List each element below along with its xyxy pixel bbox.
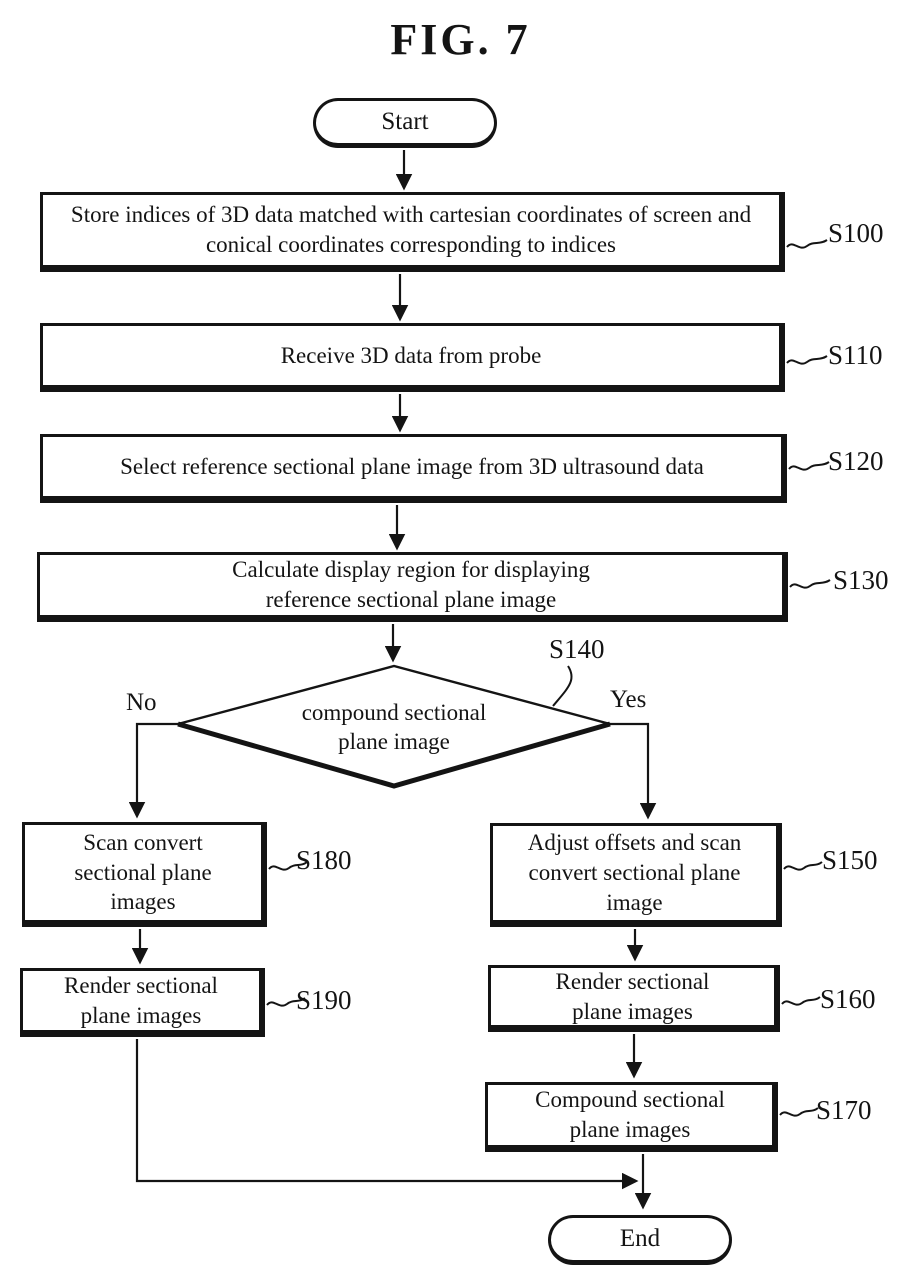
process-node-s150: Adjust offsets and scan convert sectiona…: [490, 823, 782, 927]
process-node-s100: Store indices of 3D data matched with ca…: [40, 192, 785, 272]
process-text-s180: Scan convert sectional plane images: [74, 829, 212, 915]
process-text-s160: Render sectional plane images: [555, 968, 710, 1024]
ref-label-s110: S110: [828, 340, 883, 370]
process-text-s150: Adjust offsets and scan convert sectiona…: [527, 830, 742, 915]
process-node-s180: Scan convert sectional plane images: [22, 822, 267, 927]
process-node-s160: Render sectional plane images: [488, 965, 780, 1032]
start-node: Start: [313, 98, 497, 148]
process-node-s110: Receive 3D data from probe: [40, 323, 785, 392]
process-text-s110: Receive 3D data from probe: [280, 342, 542, 368]
process-node-s120: Select reference sectional plane image f…: [40, 434, 787, 503]
process-text-s170: Compound sectional plane images: [535, 1087, 725, 1142]
decision-text: compound sectional plane image: [301, 699, 487, 754]
branch-label-yes: Yes: [610, 686, 647, 713]
process-text-s190: Render sectional plane images: [64, 972, 218, 1028]
process-text-s100: Store indices of 3D data matched with ca…: [70, 202, 752, 257]
branch-label-no: No: [126, 689, 157, 716]
ref-label-s180: S180: [296, 845, 352, 875]
decision-node-s140: compound sectional plane image: [284, 672, 504, 782]
ref-label-s100: S100: [828, 218, 884, 248]
ref-label-s120: S120: [828, 446, 884, 476]
ref-label-s140: S140: [549, 634, 605, 664]
leader-s130: [789, 579, 831, 589]
process-text-s130: Calculate display region for displaying …: [232, 557, 590, 612]
ref-label-s190: S190: [296, 985, 352, 1015]
arrow-no-branch: [128, 722, 180, 819]
leader-s100: [786, 239, 828, 249]
end-node: End: [548, 1215, 732, 1265]
end-label: End: [619, 1224, 661, 1252]
leader-s110: [786, 355, 828, 365]
leader-s180: [268, 861, 308, 871]
process-node-s130: Calculate display region for displaying …: [37, 552, 788, 622]
leader-s120: [788, 461, 830, 471]
decision-diamond: [177, 664, 611, 789]
ref-label-s130: S130: [833, 565, 889, 595]
reference-leaders: [266, 239, 831, 1117]
ref-label-s150: S150: [822, 845, 878, 875]
ref-label-s170: S170: [816, 1095, 872, 1125]
leader-s190: [266, 997, 306, 1007]
leader-s160: [781, 996, 821, 1006]
start-label: Start: [381, 107, 429, 135]
leader-s150: [783, 861, 823, 871]
arrow-merge-left: [135, 1039, 639, 1190]
page-title: FIG. 7: [390, 15, 531, 64]
process-text-s120: Select reference sectional plane image f…: [120, 453, 704, 479]
process-node-s190: Render sectional plane images: [20, 968, 265, 1037]
ref-label-s160: S160: [820, 984, 876, 1014]
arrow-yes-branch: [608, 722, 657, 820]
leader-s170: [779, 1107, 819, 1117]
leader-s140: [552, 665, 573, 707]
process-node-s170: Compound sectional plane images: [485, 1082, 778, 1152]
